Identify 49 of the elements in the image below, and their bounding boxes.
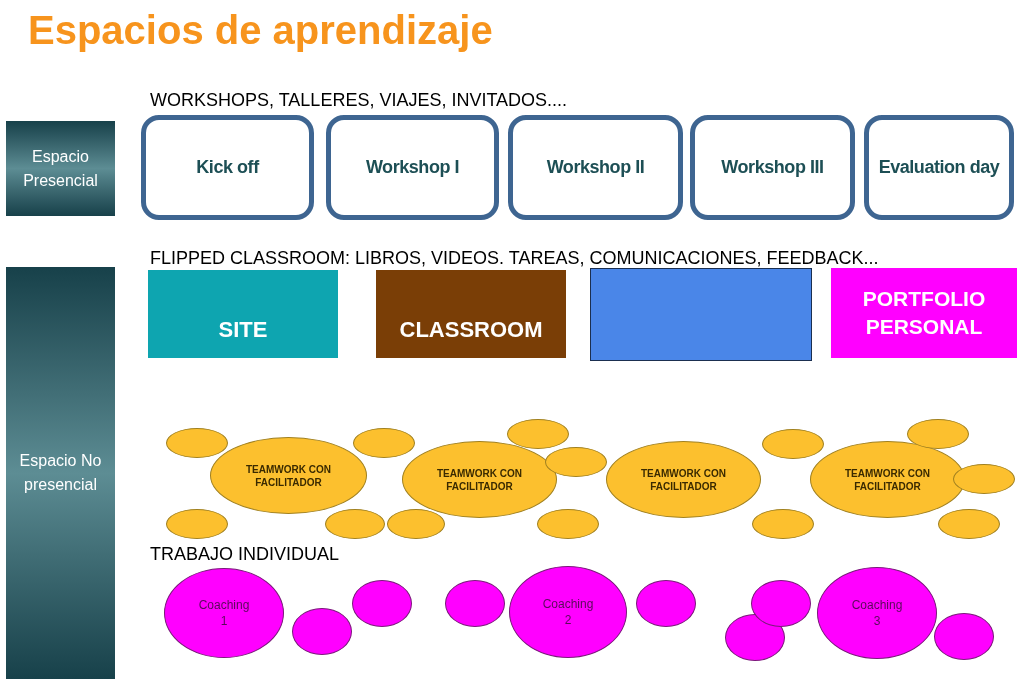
node-text: CLASSROOM [399, 316, 543, 344]
small-ellipse [166, 509, 228, 539]
node-text: Workshop I [365, 156, 460, 179]
small-ellipse [762, 429, 824, 459]
node-text: Kick off [196, 156, 259, 179]
tool-box [376, 270, 566, 358]
small-ellipse [387, 509, 445, 539]
side-band [6, 121, 115, 216]
node-text: Coaching 2 [541, 596, 595, 628]
section-label: TRABAJO INDIVIDUAL [150, 543, 340, 565]
tool-box [590, 268, 812, 361]
small-ellipse [907, 419, 969, 449]
node-text: TEAMWORK CON FACILITADOR [245, 462, 332, 489]
node-text: TEAMWORK CON FACILITADOR [844, 466, 931, 493]
node-text: TEAMWORK CON FACILITADOR [436, 466, 523, 493]
node-text: SITE [218, 316, 268, 344]
side-band [6, 267, 115, 679]
small-ellipse [953, 464, 1015, 494]
small-ellipse [166, 428, 228, 458]
title: Espacios de aprendizaje [28, 7, 493, 54]
workshop-box [690, 115, 855, 220]
section-label: FLIPPED CLASSROOM: LIBROS, VIDEOS. TAREAS, COMUNICACIONES, FEEDBACK... [150, 247, 879, 269]
workshop-box [141, 115, 314, 220]
node-text: Coaching 1 [197, 597, 251, 629]
node-text: Workshop II [546, 156, 645, 179]
node-text: Espacio Presencial [22, 146, 99, 191]
workshop-box [864, 115, 1014, 220]
small-circle [292, 608, 352, 655]
node-text: Workshop III [721, 156, 824, 179]
small-circle [352, 580, 412, 627]
node-text: Espacio No presencial [18, 451, 103, 495]
small-ellipse [353, 428, 415, 458]
workshop-box [326, 115, 499, 220]
node-text: Coaching 3 [850, 597, 904, 629]
small-circle [751, 580, 811, 627]
tool-box [831, 268, 1017, 358]
small-ellipse [752, 509, 814, 539]
small-ellipse [507, 419, 569, 449]
small-ellipse [325, 509, 385, 539]
workshop-box [508, 115, 683, 220]
small-ellipse [545, 447, 607, 477]
section-label: WORKSHOPS, TALLERES, VIAJES, INVITADOS.... [150, 89, 568, 111]
node-text: Evaluation day [878, 156, 1000, 179]
node-text: PORTFOLIO PERSONAL [861, 286, 987, 340]
small-circle [934, 613, 994, 660]
small-ellipse [938, 509, 1000, 539]
node-text: TEAMWORK CON FACILITADOR [640, 466, 727, 493]
small-ellipse [537, 509, 599, 539]
tool-box [148, 270, 338, 358]
